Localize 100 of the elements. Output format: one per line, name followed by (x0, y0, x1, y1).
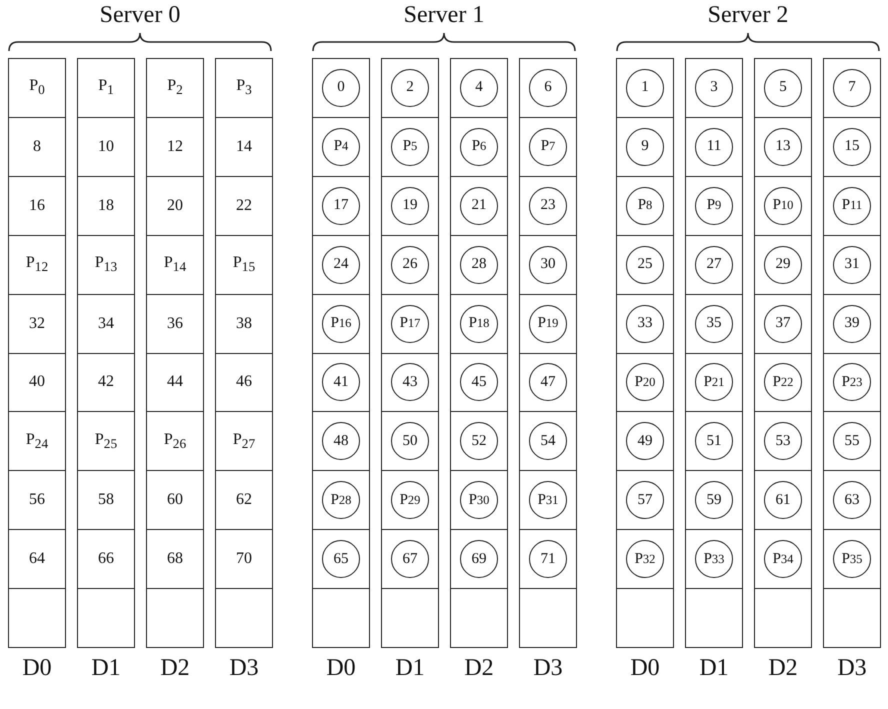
disk-column (8, 58, 66, 648)
disk-label: D0 (629, 655, 661, 682)
circled-label: 27 (695, 246, 733, 284)
disk-column (381, 58, 439, 648)
circled-label: 5 (764, 68, 802, 107)
circled-label: 29 (764, 246, 802, 284)
cell-label: 18 (98, 196, 114, 215)
disk-column (450, 58, 508, 648)
circled-label: 47 (529, 363, 567, 402)
disk-column (146, 58, 204, 648)
disk-label: D0 (21, 655, 53, 682)
circled-label: 67 (391, 540, 429, 578)
cell-label: 14 (236, 138, 252, 156)
disk-label: D0 (325, 655, 357, 682)
disk-column (77, 58, 135, 648)
circled-label: 41 (322, 363, 360, 402)
circled-label: 1 (626, 68, 664, 107)
cell-label: 56 (29, 491, 45, 510)
disk-column (312, 58, 370, 648)
circled-label: 19 (391, 186, 429, 225)
circled-label: 37 (764, 304, 802, 343)
cell-label: 64 (29, 550, 45, 568)
circled-label: 26 (391, 246, 429, 284)
circled-label: 13 (764, 128, 802, 166)
circled-label: 53 (764, 422, 802, 460)
disk-label: D3 (532, 655, 564, 682)
disk-label: D1 (394, 655, 426, 682)
circled-label: 39 (833, 304, 871, 343)
disk-label: D2 (159, 655, 191, 682)
cell-label: 12 (167, 138, 183, 156)
cell-label: 36 (167, 314, 183, 333)
circled-label: 9 (626, 128, 664, 166)
cell-label: 46 (236, 373, 252, 392)
cell-label: P$_{15}$ (232, 254, 256, 276)
disk-column (823, 58, 881, 648)
circled-label: 17 (322, 186, 360, 225)
disk-label: D3 (228, 655, 260, 682)
cell-label: P$_{25}$ (94, 430, 118, 452)
cell-label: P$_{0}$ (29, 77, 45, 99)
cell-label: P$_{3}$ (236, 77, 252, 99)
circled-label: 45 (460, 363, 498, 402)
circled-label: 7 (833, 68, 871, 107)
circled-label: 65 (322, 540, 360, 578)
circled-label: 61 (764, 481, 802, 520)
disk-column (519, 58, 577, 648)
circled-label: 71 (529, 540, 567, 578)
disk-label: D1 (698, 655, 730, 682)
disk-label: D2 (463, 655, 495, 682)
circled-label: 0 (322, 68, 360, 107)
circled-label: 55 (833, 422, 871, 460)
disk-label: D1 (90, 655, 122, 682)
cell-label: 22 (236, 196, 252, 215)
server-heading: Server 1 (404, 2, 484, 29)
cell-label: 62 (236, 491, 252, 510)
circled-label: 33 (626, 304, 664, 343)
cell-label: P$_{14}$ (164, 254, 186, 276)
server-heading: Server 2 (708, 2, 788, 29)
cell-label: 34 (98, 314, 114, 333)
circled-label: 54 (529, 422, 567, 460)
disk-label: D3 (836, 655, 868, 682)
circled-label: 30 (529, 246, 567, 284)
circled-label: 48 (322, 422, 360, 460)
circled-label: 43 (391, 363, 429, 402)
circled-label: 35 (695, 304, 733, 343)
circled-label: 50 (391, 422, 429, 460)
circled-label: 15 (833, 128, 871, 166)
circled-label: 25 (626, 246, 664, 284)
cell-label: P$_{2}$ (167, 77, 183, 99)
disk-column (685, 58, 743, 648)
circled-label: 2 (391, 68, 429, 107)
circled-label: 24 (322, 246, 360, 284)
cell-label: 60 (167, 491, 183, 510)
cell-label: P$_{26}$ (164, 430, 186, 452)
cell-label: P$_{1}$ (98, 77, 114, 99)
cell-label: 38 (236, 314, 252, 333)
cell-label: 40 (29, 373, 45, 392)
circled-label: 6 (529, 68, 567, 107)
cell-label: 16 (29, 196, 45, 215)
circled-label: 11 (695, 128, 733, 166)
circled-label: 28 (460, 246, 498, 284)
circled-label: 63 (833, 481, 871, 520)
circled-label: 69 (460, 540, 498, 578)
cell-label: 10 (98, 138, 114, 156)
cell-label: 32 (29, 314, 45, 333)
disk-column (616, 58, 674, 648)
cell-label: P$_{24}$ (26, 430, 48, 452)
cell-label: 70 (236, 550, 252, 568)
cell-label: 58 (98, 491, 114, 510)
cell-label: P$_{13}$ (94, 254, 118, 276)
circled-label: 21 (460, 186, 498, 225)
circled-label: 23 (529, 186, 567, 225)
disk-label: D2 (767, 655, 799, 682)
circled-label: 59 (695, 481, 733, 520)
circled-label: 57 (626, 481, 664, 520)
circled-label: 51 (695, 422, 733, 460)
circled-label: 31 (833, 246, 871, 284)
circled-label: 3 (695, 68, 733, 107)
disk-column (215, 58, 273, 648)
cell-label: 68 (167, 550, 183, 568)
cell-label: 66 (98, 550, 114, 568)
